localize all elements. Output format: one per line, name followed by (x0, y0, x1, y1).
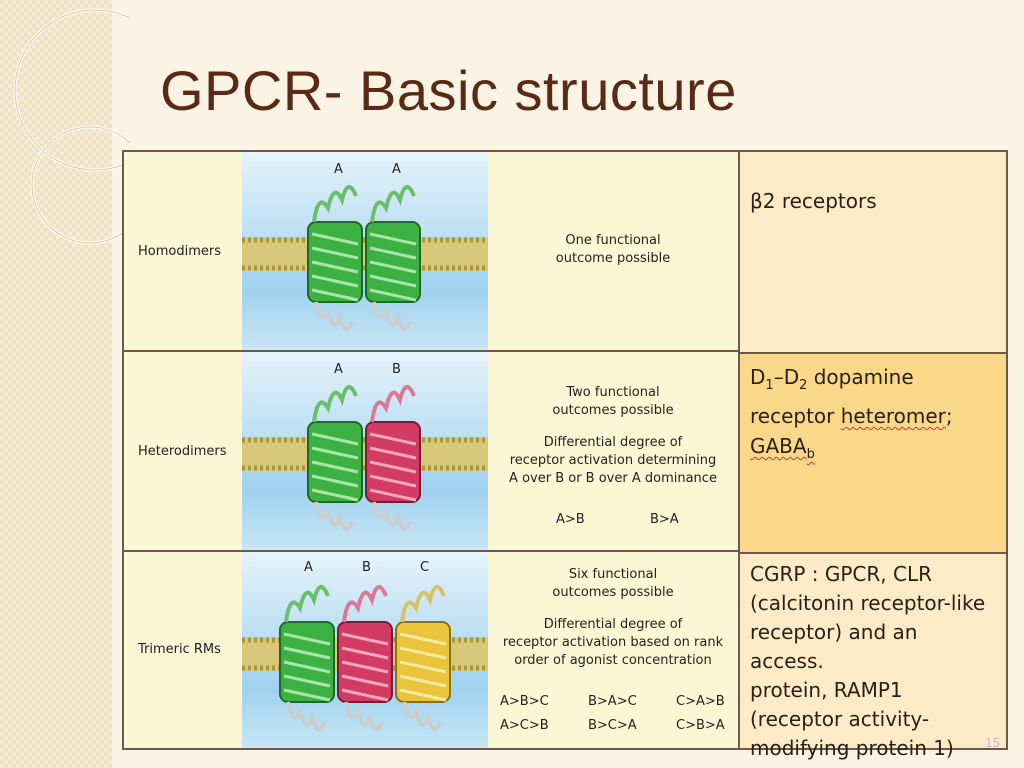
description-line: outcomes possible (552, 585, 674, 600)
receptor-letter: A (334, 162, 343, 177)
heterodimer-illustration (242, 385, 488, 531)
description-line: Six functional (568, 567, 658, 582)
receptor-a-left (307, 185, 363, 331)
receptor-b (365, 385, 421, 531)
receptor-a-right (365, 185, 421, 331)
example-fragment: receptor (750, 404, 841, 428)
receptor-letter: A (334, 362, 343, 377)
order-label: B>A (650, 512, 679, 527)
example-fragment: D (750, 365, 766, 389)
example-line: (receptor activity- (750, 707, 930, 731)
description-line: outcome possible (555, 251, 671, 266)
detail-line: Differential degree of (543, 435, 683, 450)
example-fragment: ; (945, 404, 953, 428)
detail-line: receptor activation determining (509, 453, 717, 468)
example-line: receptor) and an access. (750, 620, 918, 673)
row-label: Trimeric RMs (138, 642, 221, 657)
row-label: Heterodimers (138, 444, 227, 459)
example-subscript: 2 (799, 378, 808, 393)
detail-line: A over B or B over A dominance (509, 471, 717, 486)
example-line: protein, RAMP1 (750, 678, 903, 702)
detail-line: order of agonist concentration (514, 653, 712, 668)
order-label: A>B (556, 512, 585, 527)
membrane-panel (242, 352, 488, 550)
row-description: Six functional outcomes possible Differe… (494, 566, 732, 670)
examples-column: β2 receptors D1–D2 dopamine receptor het… (738, 150, 1008, 760)
example-homodimer: β2 receptors (740, 152, 1006, 354)
description-line: Two functional (566, 385, 660, 400)
receptor-letter: C (420, 560, 430, 575)
order-label: B>A>C (588, 694, 637, 709)
row-description: One functional outcome possible (494, 232, 732, 268)
row-homodimers: Homodimers A A (124, 152, 738, 352)
example-line: GABAb (750, 431, 996, 470)
receptor-b (337, 585, 393, 731)
order-label: C>B>A (676, 718, 725, 733)
example-line: D1–D2 dopamine (750, 362, 996, 401)
membrane-panel (242, 152, 488, 350)
example-fragment: –D (773, 365, 800, 389)
detail-line: Differential degree of (543, 617, 683, 632)
receptor-letter: A (392, 162, 401, 177)
row-label: Homodimers (138, 244, 221, 259)
receptor-letter: B (392, 362, 401, 377)
receptor-letter: A (304, 560, 313, 575)
order-label: A>C>B (500, 718, 549, 733)
example-subscript: 1 (765, 378, 774, 393)
order-label: B>C>A (588, 718, 637, 733)
description-line: outcomes possible (552, 403, 674, 418)
example-fragment: dopamine (807, 365, 914, 389)
row-description: Two functional outcomes possible Differe… (494, 384, 732, 488)
row-trimeric: Trimeric RMs (124, 552, 738, 748)
example-line: modifying protein 1) (750, 736, 954, 760)
slide-title: GPCR- Basic structure (160, 59, 737, 122)
example-fragment-spellcheck: heteromer (840, 404, 946, 428)
decorative-circles (13, 8, 130, 245)
detail-line: receptor activation based on rank (502, 635, 724, 650)
order-label: C>A>B (676, 694, 725, 709)
example-line: receptor heteromer; (750, 401, 996, 431)
example-heterodimer: D1–D2 dopamine receptor heteromer; GABAb (740, 354, 1006, 554)
page-number: 15 (985, 736, 1001, 750)
order-label: A>B>C (500, 694, 549, 709)
description-line: One functional (565, 233, 661, 248)
membrane-panel (242, 552, 488, 748)
receptor-a (279, 585, 335, 731)
trimer-illustration (242, 585, 488, 731)
homodimer-illustration (242, 185, 488, 331)
receptor-letter: B (362, 560, 371, 575)
example-subscript: b (806, 447, 815, 462)
example-trimeric: CGRP : GPCR, CLR (calcitonin receptor-li… (740, 554, 1006, 760)
row-heterodimers: Heterodimers A B (124, 352, 738, 552)
receptor-c (395, 585, 451, 731)
gpcr-figure: Homodimers A A (122, 150, 740, 750)
example-line: CGRP : GPCR, CLR (750, 562, 933, 586)
example-fragment-spellcheck: GABA (750, 434, 807, 458)
example-text: β2 receptors (750, 189, 877, 213)
receptor-a (307, 385, 363, 531)
example-line: (calcitonin receptor-like (750, 591, 986, 615)
